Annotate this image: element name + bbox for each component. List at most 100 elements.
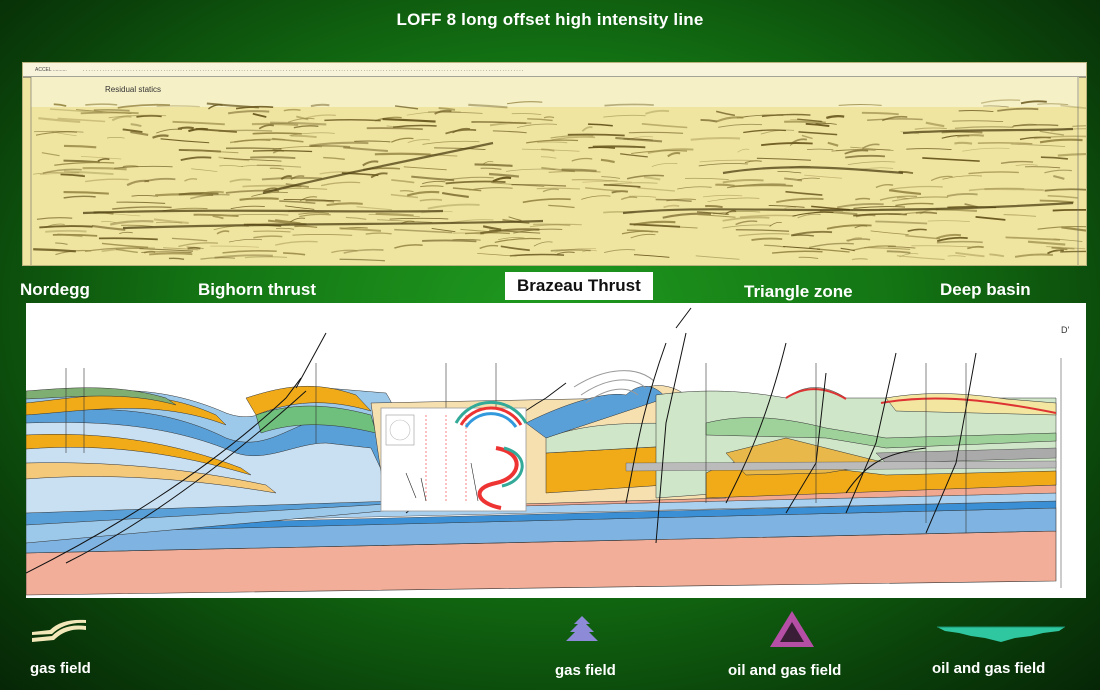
seismic-reflector: [299, 196, 318, 202]
seismic-reflector: [722, 224, 772, 229]
seismic-reflector: [80, 156, 122, 160]
seismic-reflector: [1060, 250, 1086, 253]
seismic-reflector: [152, 134, 169, 139]
seismic-reflector: [620, 196, 638, 201]
seismic-reflector: [299, 213, 331, 218]
seismic-reflector: [561, 168, 597, 172]
seismic-reflector: [705, 204, 723, 209]
seismic-reflector: [362, 160, 379, 167]
seismic-reflector: [101, 247, 155, 253]
seismic-reflector: [511, 113, 542, 115]
seismic-reflector: [861, 111, 899, 116]
seismic-reflector: [855, 214, 876, 218]
seismic-reflector: [477, 253, 517, 257]
seismic-reflector: [492, 130, 527, 134]
seismic-reflector: [743, 129, 786, 134]
seismic-reflector: [643, 176, 661, 181]
seismic-reflector: [790, 230, 833, 237]
seismic-reflector: [480, 167, 502, 170]
seismic-reflector: [707, 197, 760, 202]
seismic-reflector: [744, 160, 762, 164]
seismic-reflector: [156, 105, 200, 108]
seismic-reflector: [244, 256, 288, 259]
seismic-reflector: [130, 123, 142, 128]
seismic-reflector: [626, 174, 664, 180]
seismic-reflector: [1010, 143, 1066, 147]
seismic-reflector: [628, 131, 684, 134]
seismic-reflector: [947, 255, 966, 258]
seismic-reflector: [1046, 246, 1086, 250]
seismic-reflector: [60, 173, 86, 178]
seismic-reflector: [801, 134, 813, 140]
seismic-reflector: [394, 105, 419, 110]
seismic-reflector: [954, 126, 1014, 129]
legend-label-gas-field-1: gas field: [30, 660, 91, 677]
legend-gas-field-layered: [30, 618, 90, 644]
stacked-wedge-icon: [566, 616, 598, 641]
seismic-reflector: [738, 233, 790, 237]
seismic-reflector: [626, 229, 659, 233]
seismic-reflector: [160, 138, 210, 144]
seismic-reflector: [411, 175, 455, 182]
seismic-reflector: [907, 228, 927, 232]
seismic-reflector: [171, 237, 208, 242]
seismic-reflector: [655, 198, 692, 202]
seismic-reflector: [784, 206, 797, 209]
seismic-reflector: [851, 258, 868, 261]
seismic-reflector: [975, 216, 1006, 221]
seismic-reflector: [946, 193, 978, 198]
zone-label-deep-basin: Deep basin: [940, 280, 1031, 299]
seismic-reflector: [323, 156, 345, 161]
seismic-reflector: [1044, 188, 1086, 192]
seismic-reflector: [343, 248, 384, 254]
seismic-panel: ACCEL .......... . . . . . . . . . . . .…: [22, 62, 1087, 266]
seismic-reflector: [726, 183, 786, 189]
seismic-reflector: [252, 112, 267, 118]
seismic-reflector: [252, 150, 313, 153]
seismic-reflector: [168, 257, 185, 261]
svg-text:. . . . . . . . . . . . . . .: . . . . . . . . . . . . . . . . . . . . …: [83, 67, 523, 73]
seismic-reflector: [855, 197, 871, 201]
seismic-reflector: [97, 158, 110, 162]
triangle-icon: [770, 611, 814, 647]
seismic-reflector: [592, 145, 646, 149]
seismic-reflector: [52, 233, 98, 237]
seismic-reflector: [42, 168, 82, 175]
seismic-reflector: [230, 205, 265, 210]
seismic-reflector: [952, 120, 1004, 123]
seismic-reflector: [375, 212, 414, 217]
seismic-reflector: [1052, 208, 1086, 212]
seismic-reflector: [760, 129, 795, 135]
seismic-reflector: [540, 156, 557, 159]
seismic-reflector: [33, 130, 84, 133]
seismic-reflector: [63, 191, 109, 195]
seismic-reflector-strong: [82, 209, 444, 215]
seismic-reflector: [368, 214, 420, 217]
seismic-reflector: [394, 244, 423, 249]
seismic-reflector: [630, 233, 656, 239]
seismic-reflector: [989, 253, 1005, 258]
seismic-reflector: [438, 107, 456, 111]
seismic-reflector: [533, 241, 553, 247]
seismic-reflector: [506, 168, 556, 172]
seismic-reflector: [1072, 125, 1086, 127]
seismic-reflector: [280, 175, 292, 180]
seismic-reflector: [339, 227, 382, 232]
seismic-reflector: [258, 124, 274, 130]
seismic-reflector: [1003, 214, 1037, 217]
seismic-reflector: [491, 182, 545, 187]
seismic-reflector: [980, 99, 1021, 104]
seismic-reflector: [365, 232, 392, 235]
seismic-reflector: [399, 190, 414, 193]
seismic-reflector: [394, 228, 453, 234]
seismic-reflector: [536, 187, 580, 190]
seismic-reflector: [93, 108, 130, 112]
seismic-reflector: [895, 202, 934, 207]
seismic-reflector: [1033, 135, 1086, 140]
seismic-reflector: [1037, 103, 1069, 106]
seismic-reflector: [294, 225, 318, 229]
seismic-reflector: [581, 195, 611, 200]
seismic-reflector: [603, 183, 641, 188]
seismic-reflector: [290, 134, 317, 138]
seismic-reflector: [186, 246, 204, 250]
